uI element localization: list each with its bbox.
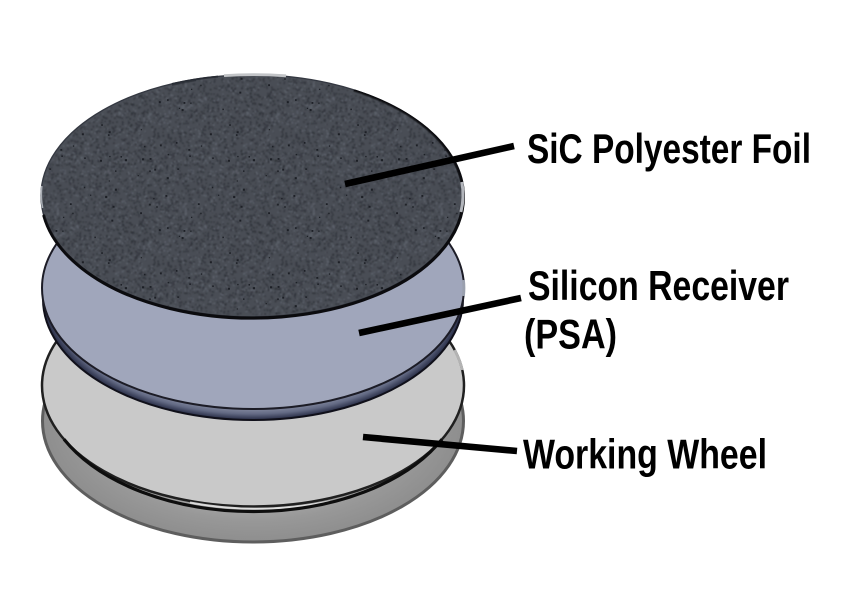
svg-text:Working Wheel: Working Wheel xyxy=(523,431,767,478)
svg-text:Silicon Receiver: Silicon Receiver xyxy=(528,262,789,309)
svg-text:SiC Polyester Foil: SiC Polyester Foil xyxy=(527,125,811,172)
svg-text:(PSA): (PSA) xyxy=(524,311,617,358)
